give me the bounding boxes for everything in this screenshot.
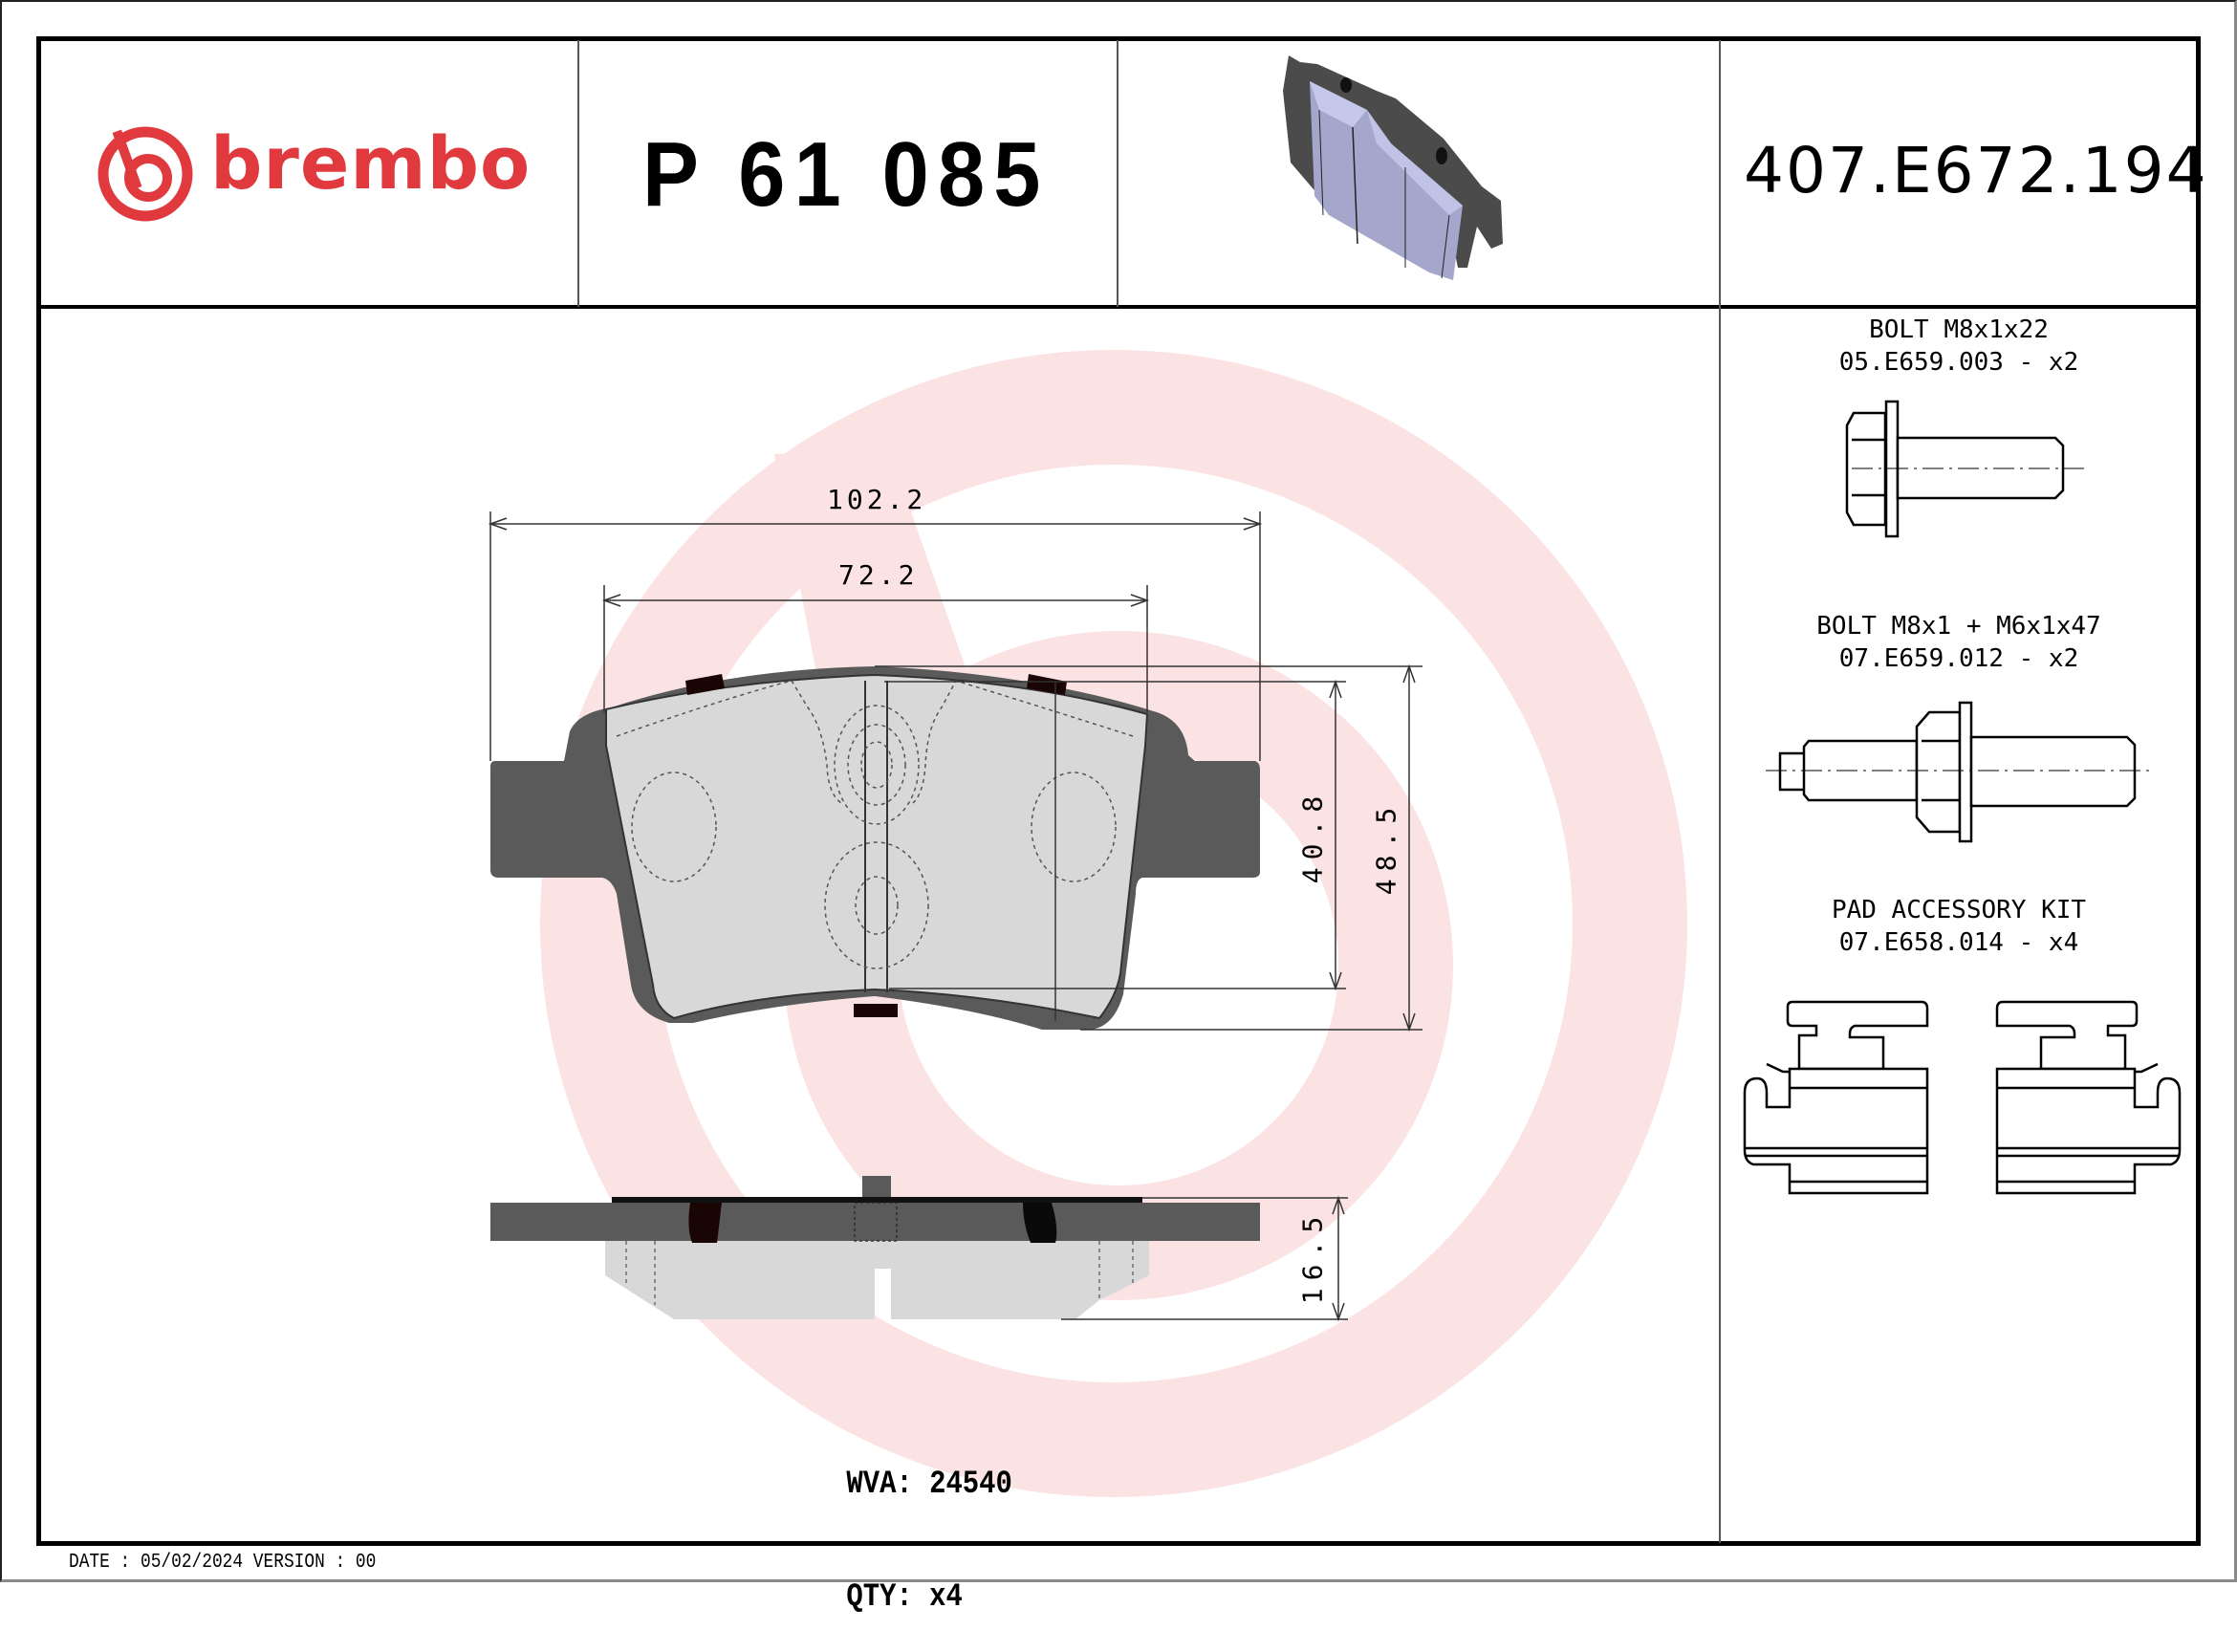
page-border [0,0,2237,1582]
pad-info: WVA: 24540 QTY: x4 [780,1430,1053,1652]
drawing-frame [36,36,2201,1546]
brand-logo: brembo [96,120,535,228]
dimension-friction-height: 40.8 [1296,788,1329,884]
wva-label: WVA: [846,1467,913,1503]
bolt-icon [1845,400,2084,538]
right-col-divider [1719,40,1721,1543]
brake-pad-3d-icon [1283,55,1503,280]
reference-code: 407.E672.194 [1744,134,2208,207]
dimension-overall-width: 102.2 [827,484,927,515]
accessory-3-name: PAD ACCESSORY KIT [1831,896,2087,924]
double-bolt-icon [1766,701,2154,843]
pad-front-view-icon [488,511,1423,1322]
header-divider [38,305,2199,309]
brembo-logo-icon [98,126,193,222]
qty-value: x4 [929,1579,963,1616]
part-number: P 61 085 [642,123,1050,226]
dimension-thickness: 16.5 [1296,1208,1329,1305]
accessory-2-name: BOLT M8x1 + M6x1x47 [1816,612,2101,641]
brand-name: brembo [210,120,532,206]
qty-row: QTY: x4 [780,1543,1012,1652]
dimension-overall-height: 48.5 [1370,799,1402,896]
header-col-divider-1 [577,40,579,307]
wva-row: WVA: 24540 [780,1430,1012,1539]
qty-label: QTY: [846,1579,913,1616]
accessory-3-code: 07.E658.014 - x4 [1838,928,2079,957]
header-col-divider-2 [1117,40,1118,307]
accessory-2-code: 07.E659.012 - x2 [1838,644,2079,673]
accessory-1-code: 05.E659.003 - x2 [1838,348,2079,377]
wva-value: 24540 [929,1467,1012,1503]
footer-date-version: DATE : 05/02/2024 VERSION : 00 [69,1552,377,1574]
dimension-friction-width: 72.2 [838,559,919,591]
pad-clip-icon [1743,1000,2182,1195]
accessory-1-name: BOLT M8x1x22 [1869,315,2049,344]
